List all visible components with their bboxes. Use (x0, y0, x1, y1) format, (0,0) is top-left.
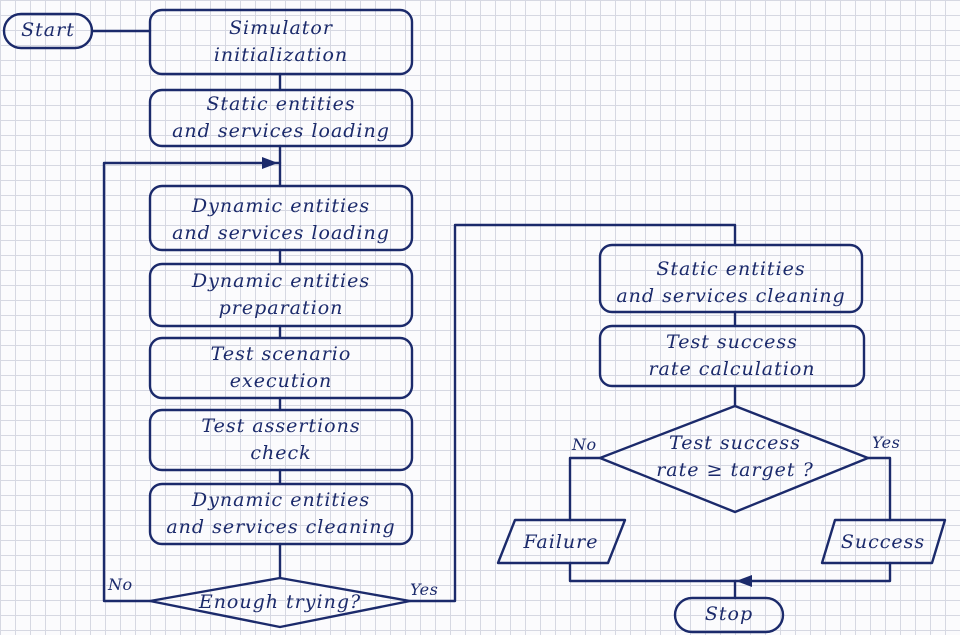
right-no-label: No (572, 435, 597, 454)
failure-to-stop-line (568, 561, 892, 583)
test-execution-line-1: Test scenario (210, 343, 352, 365)
decision-line-1: Test success (669, 432, 801, 454)
success-text: Success (840, 531, 926, 553)
dynamic-cleaning-line-2: and services cleaning (166, 516, 396, 538)
failure-text: Failure (523, 531, 599, 553)
enough-trying-diamond (148, 576, 412, 629)
success-rate-line-1: Test success (666, 331, 798, 353)
start-label: Start (21, 19, 75, 41)
success-rate-decision-text: Test success rate ≥ target ? (625, 430, 845, 484)
stop-label: Stop (704, 603, 754, 625)
yes-branch-line (866, 456, 892, 522)
static-cleaning-box (598, 243, 864, 314)
enough-trying-text: Enough trying? (198, 591, 362, 613)
no-loop-line (102, 161, 282, 603)
success-rate-box (598, 324, 866, 388)
static-loading-line-2: and services loading (172, 120, 390, 142)
success-shape (820, 518, 947, 565)
assertions-check-line-1: Test assertions (201, 415, 361, 437)
right-yes-label: Yes (872, 433, 901, 452)
loop-arrowhead (262, 157, 278, 169)
dynamic-preparation-line-1: Dynamic entities (191, 270, 371, 292)
simulator-init-text: Simulator initialization (150, 15, 412, 69)
stop-terminal-shape (673, 596, 785, 634)
static-loading-line-1: Static entities (206, 93, 356, 115)
success-rate-diamond (598, 404, 870, 514)
dynamic-loading-line-1: Dynamic entities (191, 195, 371, 217)
dynamic-loading-text: Dynamic entities and services loading (150, 193, 412, 247)
static-loading-text: Static entities and services loading (150, 91, 412, 145)
dynamic-loading-line-2: and services loading (172, 222, 390, 244)
failure-shape (496, 518, 627, 565)
success-rate-line-2: rate calculation (648, 358, 816, 380)
static-cleaning-line-1: Static entities (656, 258, 806, 280)
dynamic-cleaning-line-1: Dynamic entities (191, 489, 371, 511)
success-rate-text: Test success rate calculation (600, 329, 864, 383)
left-yes-label: Yes (410, 580, 439, 599)
merge-arrowhead (736, 575, 752, 587)
no-branch-line (568, 456, 602, 522)
decision-line-2: rate ≥ target ? (656, 459, 814, 481)
assertions-check-line-2: check (250, 442, 312, 464)
dynamic-cleaning-text: Dynamic entities and services cleaning (150, 487, 412, 541)
dynamic-preparation-line-2: preparation (218, 297, 344, 319)
static-cleaning-text: Static entities and services cleaning (600, 256, 862, 310)
simulator-init-line-1: Simulator (229, 17, 333, 39)
dynamic-preparation-text: Dynamic entities preparation (150, 268, 412, 322)
simulator-init-line-2: initialization (213, 44, 349, 66)
test-execution-text: Test scenario execution (150, 341, 412, 395)
test-execution-line-2: execution (229, 370, 333, 392)
yes-path-line (408, 223, 737, 603)
left-no-label: No (108, 575, 133, 594)
static-cleaning-line-2: and services cleaning (616, 285, 846, 307)
assertions-check-text: Test assertions check (150, 413, 412, 467)
